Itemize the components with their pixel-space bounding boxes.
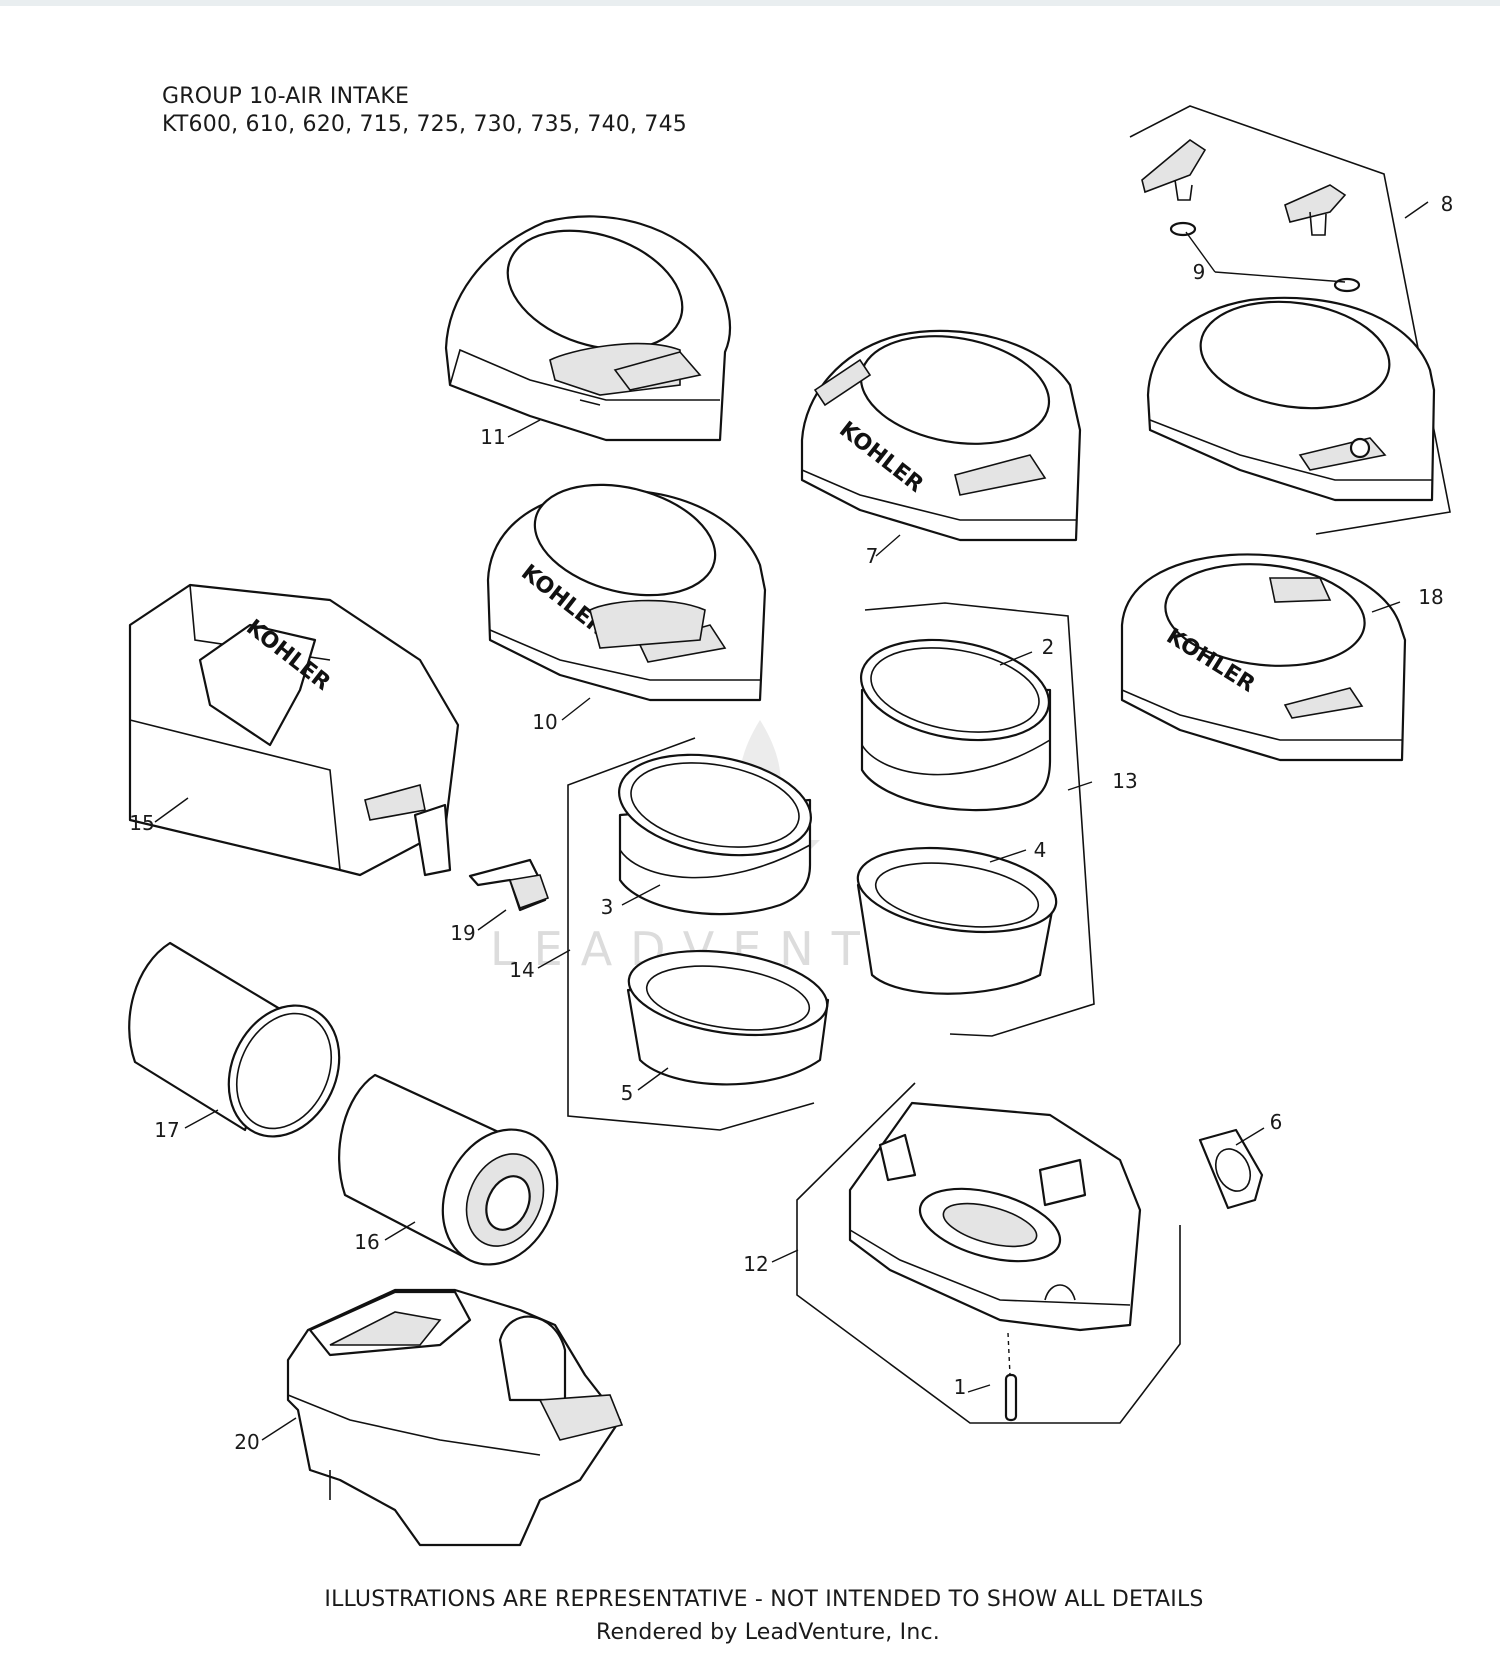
part-15-air-cleaner-housing-cover: KOHLER <box>128 583 460 877</box>
callout-2: 2 <box>1041 635 1055 659</box>
callout-18: 18 <box>1418 585 1444 609</box>
callout-7: 7 <box>865 544 879 568</box>
part-18-air-cleaner-cover: KOHLER <box>1120 553 1407 762</box>
disclaimer-text: ILLUSTRATIONS ARE REPRESENTATIVE - NOT I… <box>324 1587 1204 1612</box>
callout-13: 13 <box>1112 769 1138 793</box>
callout-6: 6 <box>1269 1110 1283 1134</box>
group-outline-14 <box>567 737 815 1131</box>
part-20-air-cleaner-housing <box>286 1288 624 1547</box>
part-7-air-cleaner-cover: KOHLER <box>800 329 1082 542</box>
part-17-filter-element <box>128 941 341 1138</box>
callout-16: 16 <box>354 1230 380 1254</box>
callout-12: 12 <box>743 1252 769 1276</box>
part-8-knob-right <box>1284 184 1347 223</box>
group-outline-13 <box>864 602 1095 1037</box>
part-19-clip <box>468 858 550 912</box>
callout-3: 3 <box>600 895 614 919</box>
part-12-air-cleaner-base <box>848 1101 1142 1376</box>
part-4-pre-cleaner <box>856 846 1058 995</box>
leader-lines <box>154 201 1429 1441</box>
credit-text: Rendered by LeadVenture, Inc. <box>596 1620 940 1645</box>
part-8-knob-left <box>1141 139 1207 194</box>
callout-4: 4 <box>1033 838 1047 862</box>
part-6-gasket <box>1198 1128 1264 1210</box>
part-9-washers <box>1169 221 1361 293</box>
part-5-pre-cleaner <box>626 949 830 1086</box>
part-8-air-cleaner-cover-kit <box>1141 139 1436 502</box>
callout-10: 10 <box>532 710 558 734</box>
callout-8: 8 <box>1440 192 1454 216</box>
part-10-air-cleaner-cover: KOHLER <box>486 483 767 702</box>
callout-11: 11 <box>480 425 506 449</box>
diagram-title: GROUP 10-AIR INTAKE <box>162 84 410 109</box>
part-1-pin <box>1004 1373 1018 1422</box>
callout-9: 9 <box>1192 260 1206 284</box>
part-16-inner-filter-element <box>338 1073 559 1266</box>
callout-15: 15 <box>129 811 155 835</box>
group-outline-8 <box>1129 105 1451 535</box>
part-2-air-filter-element <box>859 638 1052 812</box>
callout-1: 1 <box>953 1375 967 1399</box>
callout-17: 17 <box>154 1118 180 1142</box>
part-11-air-cleaner-cover <box>444 215 732 442</box>
top-border <box>0 0 1500 6</box>
callout-19: 19 <box>450 921 476 945</box>
callout-20: 20 <box>234 1430 260 1454</box>
model-list: KT600, 610, 620, 715, 725, 730, 735, 740… <box>162 112 687 137</box>
group-outline-12 <box>796 1082 1181 1424</box>
callout-5: 5 <box>620 1081 634 1105</box>
part-3-air-filter-element <box>618 753 812 916</box>
callout-14: 14 <box>509 958 535 982</box>
